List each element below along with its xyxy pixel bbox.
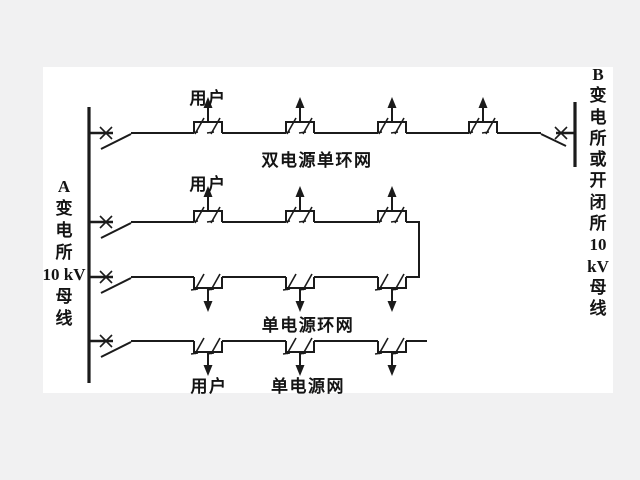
rmu-tap-icon [190, 273, 223, 313]
disconnector-icon [88, 269, 133, 295]
diagram-panel [43, 67, 613, 393]
bus-a-label: A 变 电 所 10 kV 母 线 [42, 177, 86, 328]
user-label-bottom: 用户 [190, 377, 228, 396]
rmu-tap-icon [374, 273, 407, 313]
disconnector-icon [539, 125, 578, 148]
rmu-tap-icon [374, 96, 407, 135]
network-label-single-source: 单电源网 [271, 377, 345, 396]
network-label-single-source-ring: 单电源环网 [261, 316, 355, 335]
disconnector-icon [88, 214, 133, 240]
rmu-tap-icon [465, 96, 498, 135]
disconnector-icon [88, 125, 133, 151]
bus-b-label: B 变 电 所 或 开 闭 所 10 kV 母 线 [587, 65, 609, 319]
rmu-tap-icon [190, 337, 223, 377]
rmu-tap-icon [282, 337, 315, 377]
rmu-tap-icon [374, 185, 407, 224]
feeder-middle-single-source-ring [88, 185, 420, 313]
feeder-top-dual-source-ring [88, 96, 578, 151]
user-label-top: 用户 [189, 89, 227, 108]
user-label-middle: 用户 [189, 175, 227, 194]
network-label-dual-source-ring: 双电源单环网 [261, 151, 373, 170]
rmu-tap-icon [374, 337, 407, 377]
rmu-tap-icon [282, 96, 315, 135]
rmu-tap-icon [282, 185, 315, 224]
feeder-bottom-single-source [88, 333, 427, 377]
rmu-tap-icon [282, 273, 315, 313]
disconnector-icon [88, 333, 133, 359]
